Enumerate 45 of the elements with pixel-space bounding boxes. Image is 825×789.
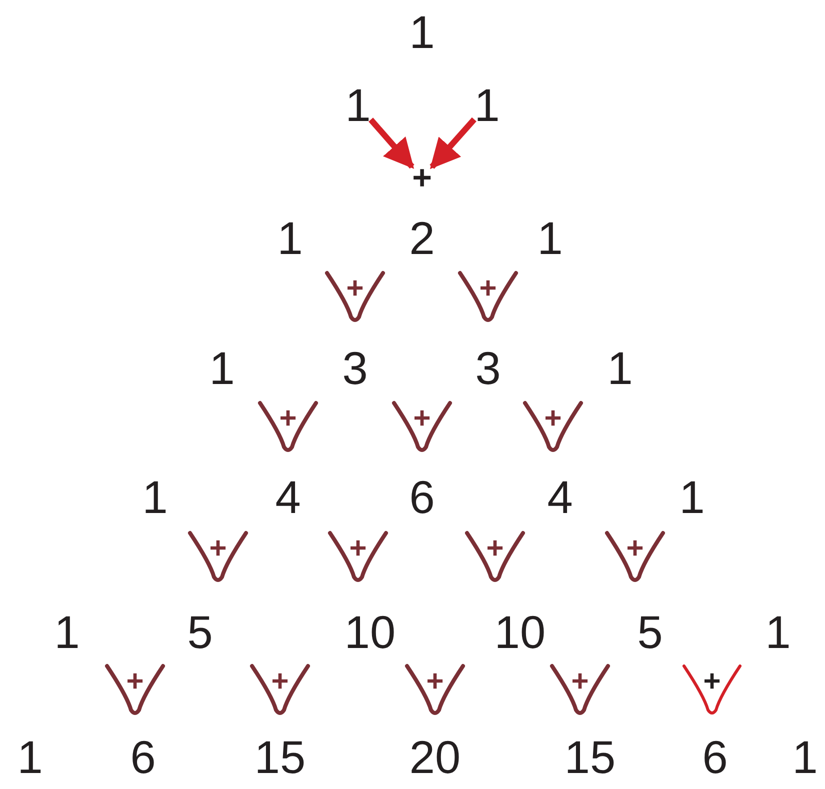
number: 6: [409, 474, 435, 520]
plus-sign: +: [544, 404, 562, 434]
number: 1: [17, 734, 43, 780]
number: 1: [277, 215, 303, 261]
number: 1: [54, 609, 80, 655]
number: 4: [275, 474, 301, 520]
plus-sign: +: [626, 534, 644, 564]
plus-sign: +: [479, 274, 497, 304]
number: 6: [130, 734, 156, 780]
number: 1: [765, 609, 791, 655]
number: 10: [344, 609, 396, 655]
number: 5: [187, 609, 213, 655]
number: 1: [537, 215, 563, 261]
number: 3: [342, 345, 368, 391]
plus-sign: +: [209, 534, 227, 564]
plus-sign: +: [486, 534, 504, 564]
plus-sign: +: [349, 534, 367, 564]
number: 1: [679, 474, 705, 520]
number: 1: [142, 474, 168, 520]
number: 1: [345, 82, 371, 128]
number: 15: [564, 734, 616, 780]
number: 6: [702, 734, 728, 780]
plus-sign: +: [571, 667, 589, 697]
plus-sign: +: [412, 161, 432, 195]
arrow: [368, 118, 414, 169]
number: 1: [792, 734, 818, 780]
arrow: [430, 117, 476, 170]
number: 1: [474, 82, 500, 128]
number: 10: [494, 609, 546, 655]
number: 5: [637, 609, 663, 655]
number: 2: [409, 215, 435, 261]
plus-sign: +: [703, 667, 721, 697]
number: 1: [209, 345, 235, 391]
number: 1: [409, 9, 435, 55]
plus-sign: +: [271, 667, 289, 697]
plus-sign: +: [413, 404, 431, 434]
number: 3: [475, 345, 501, 391]
number: 1: [607, 345, 633, 391]
number: 15: [254, 734, 306, 780]
number: 4: [547, 474, 573, 520]
plus-sign: +: [126, 667, 144, 697]
number: 20: [409, 734, 461, 780]
plus-sign: +: [279, 404, 297, 434]
plus-sign: +: [346, 274, 364, 304]
plus-sign: +: [426, 667, 444, 697]
